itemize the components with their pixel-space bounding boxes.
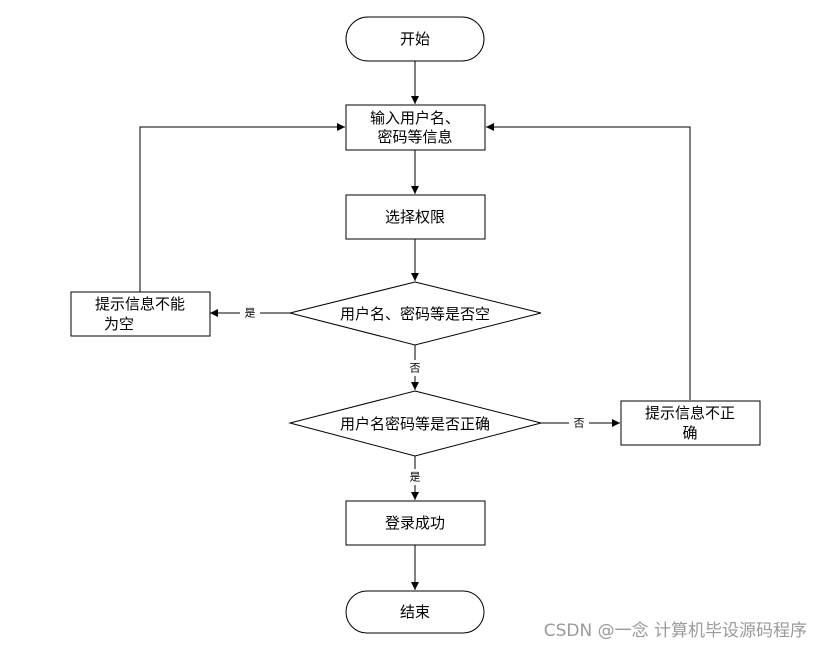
check-empty-label: 用户名、密码等是否空 — [340, 305, 490, 323]
empty-prompt-label-line1: 提示信息不能 — [95, 295, 185, 313]
select-permission-box: 选择权限 — [345, 194, 486, 240]
login-success-label: 登录成功 — [385, 514, 445, 532]
incorrect-prompt-label-line2: 确 — [682, 424, 697, 442]
incorrect-prompt-box: 提示信息不正 确 — [620, 400, 761, 446]
end-terminator: 结束 — [345, 590, 485, 634]
edge-label-correct-yes: 是 — [410, 471, 421, 484]
input-credentials-label-line2: 密码等信息 — [377, 128, 452, 146]
edge-incorrect-prompt-to-input — [486, 123, 691, 400]
edge-label-empty-no: 否 — [410, 362, 421, 375]
check-correct-label: 用户名密码等是否正确 — [340, 415, 490, 433]
watermark-text: CSDN @一念 计算机毕设源码程序 — [543, 621, 807, 641]
input-credentials-label-line1: 输入用户名、 — [370, 109, 460, 127]
select-permission-label: 选择权限 — [385, 208, 445, 226]
input-credentials-box: 输入用户名、 密码等信息 — [345, 104, 486, 151]
check-correct-decision: 用户名密码等是否正确 — [288, 390, 542, 457]
edge-empty-prompt-to-input — [139, 123, 345, 292]
empty-prompt-box: 提示信息不能 为空 — [70, 291, 211, 337]
edge-label-correct-no: 否 — [574, 417, 585, 430]
check-empty-decision: 用户名、密码等是否空 — [289, 281, 542, 346]
login-success-box: 登录成功 — [345, 500, 486, 546]
start-label: 开始 — [400, 30, 430, 48]
end-label: 结束 — [400, 603, 430, 621]
empty-prompt-label-line2: 为空 — [104, 315, 134, 333]
incorrect-prompt-label-line1: 提示信息不正 — [645, 404, 735, 422]
start-terminator: 开始 — [345, 16, 485, 62]
edge-label-empty-yes: 是 — [245, 307, 256, 320]
